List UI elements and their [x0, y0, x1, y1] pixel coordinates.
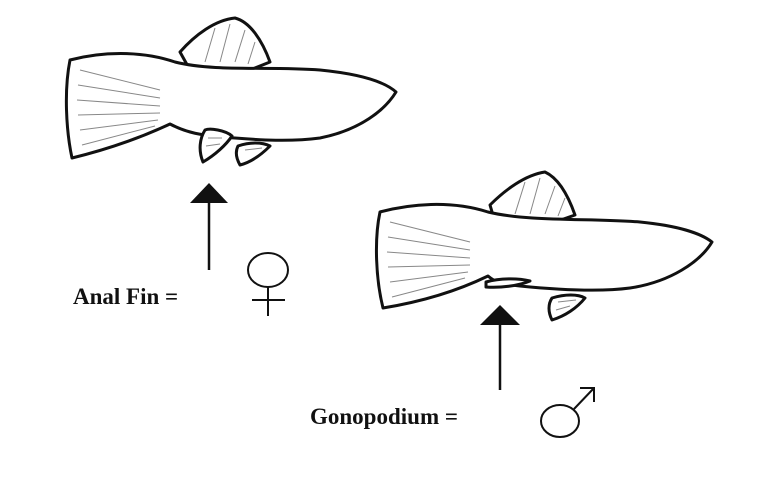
anal-fin-label: Anal Fin =	[73, 284, 179, 309]
female-anal-fin	[198, 127, 234, 164]
female-fish	[64, 16, 398, 167]
male-body	[374, 202, 714, 310]
male-dorsal-fin	[488, 170, 577, 224]
male-symbol-icon	[540, 387, 595, 438]
female-symbol-icon	[247, 252, 289, 316]
gonopodium-label: Gonopodium =	[310, 404, 458, 429]
female-body	[64, 52, 398, 160]
male-pelvic-fin	[547, 293, 587, 322]
male-fish	[374, 170, 714, 322]
gonopodium	[484, 277, 532, 289]
female-arrow	[190, 183, 228, 270]
female-pelvic-fin	[234, 141, 272, 167]
male-arrow	[480, 305, 520, 390]
